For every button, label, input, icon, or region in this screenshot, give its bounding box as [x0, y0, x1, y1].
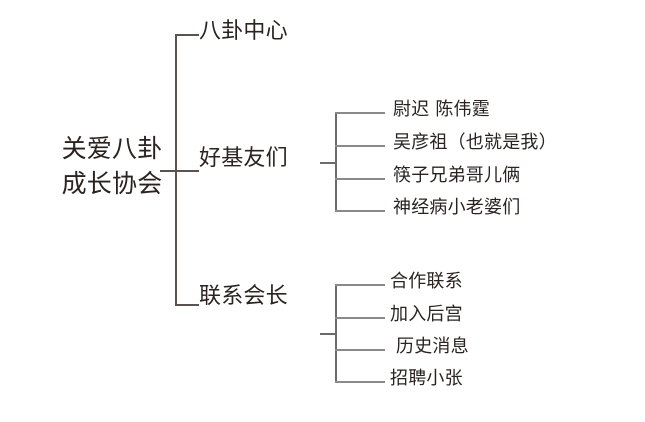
branch-node-contact-president[interactable]: 联系会长 [199, 284, 288, 309]
main-branch-connector-2 [175, 170, 199, 172]
leaf-node-contact-2[interactable]: 加入后宫 [390, 304, 463, 325]
main-branch-connector-1 [175, 34, 199, 36]
friends-subspine-stub [320, 162, 336, 164]
leaf-node-friend-1[interactable]: 尉迟 陈伟霆 [393, 99, 490, 120]
contact-leaf-connector-4 [335, 381, 385, 383]
friends-leaf-connector-3 [335, 178, 385, 180]
friends-leaf-connector-2 [335, 145, 385, 147]
friends-leaf-connector-1 [335, 112, 385, 114]
root-connector-stub [160, 170, 176, 172]
friends-subspine-line [335, 112, 337, 212]
root-label-line1: 关爱八卦 [61, 134, 163, 163]
leaf-node-friend-3[interactable]: 筷子兄弟哥儿俩 [393, 165, 521, 186]
leaf-node-friend-4[interactable]: 神经病小老婆们 [393, 197, 521, 218]
leaf-node-contact-3[interactable]: 历史消息 [396, 336, 469, 357]
friends-leaf-connector-4 [335, 210, 385, 212]
contact-leaf-connector-2 [335, 317, 385, 319]
contact-leaf-connector-1 [335, 284, 385, 286]
leaf-node-contact-4[interactable]: 招聘小张 [390, 368, 463, 389]
branch-node-gossip-center[interactable]: 八卦中心 [199, 19, 288, 44]
leaf-node-friend-2[interactable]: 吴彦祖（也就是我） [393, 132, 557, 153]
contact-leaf-connector-3 [335, 349, 385, 351]
root-node[interactable]: 关爱八卦 成长协会 [52, 132, 172, 201]
branch-node-good-friends[interactable]: 好基友们 [199, 146, 288, 171]
leaf-node-contact-1[interactable]: 合作联系 [390, 271, 463, 292]
contact-subspine-stub [320, 333, 336, 335]
root-label-line2: 成长协会 [61, 168, 163, 198]
main-branch-connector-3 [175, 304, 199, 306]
contact-subspine-line [335, 284, 337, 382]
